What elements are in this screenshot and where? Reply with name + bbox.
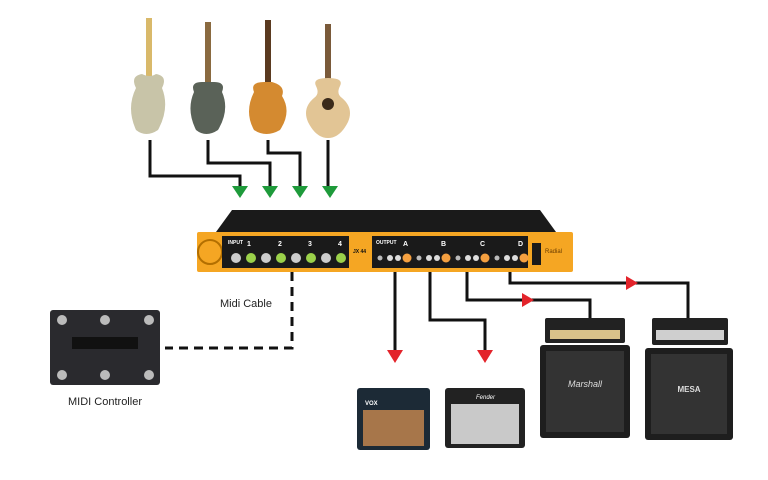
guitar-strat — [131, 18, 166, 134]
output-control — [395, 255, 401, 261]
input-4-label: 4 — [338, 241, 342, 248]
guitar-les-paul — [249, 20, 287, 134]
input-jack — [231, 253, 241, 263]
output-control — [480, 253, 490, 263]
midi-controller-pedal — [50, 310, 160, 385]
output-control — [402, 253, 412, 263]
input-arrows — [232, 186, 338, 198]
input-3-label: 3 — [308, 241, 312, 248]
output-arrows — [387, 276, 638, 363]
input-1-label: 1 — [247, 241, 251, 248]
brand-logo: Radial — [545, 249, 562, 255]
guitar-acoustic — [306, 24, 350, 138]
output-control — [377, 255, 383, 261]
output-control — [455, 255, 461, 261]
input-cables — [148, 140, 330, 190]
output-a-label: A — [403, 241, 408, 248]
output-control — [416, 255, 422, 261]
midi-controller-label: MIDI Controller — [68, 396, 142, 408]
input-2-label: 2 — [278, 241, 282, 248]
output-control — [494, 255, 500, 261]
output-label: OUTPUT — [376, 240, 397, 246]
output-control — [426, 255, 432, 261]
output-control — [441, 253, 451, 263]
vox-logo: VOX — [365, 401, 378, 407]
output-control — [519, 253, 529, 263]
output-control — [504, 255, 510, 261]
output-control — [387, 255, 393, 261]
input-jack — [291, 253, 301, 263]
output-c-label: C — [480, 241, 485, 248]
ground-lift-button — [336, 253, 346, 263]
marshall-stack — [540, 318, 630, 438]
output-control — [465, 255, 471, 261]
ground-lift-button — [276, 253, 286, 263]
marshall-logo: Marshall — [568, 379, 603, 389]
guitar-prs — [190, 22, 226, 134]
vox-amp — [357, 388, 430, 450]
mesa-stack — [645, 318, 733, 440]
output-cables — [393, 272, 690, 350]
fender-amp — [445, 388, 525, 448]
midi-cable-label: Midi Cable — [220, 298, 272, 310]
model-label: JX 44 — [353, 249, 366, 255]
mesa-logo: MESA — [677, 385, 700, 394]
radial-jx44-rack — [197, 210, 573, 272]
output-control — [473, 255, 479, 261]
output-b-label: B — [441, 241, 446, 248]
output-control — [512, 255, 518, 261]
ground-lift-button — [246, 253, 256, 263]
input-jack — [261, 253, 271, 263]
ground-lift-button — [306, 253, 316, 263]
input-label: INPUT — [228, 240, 243, 246]
input-jack — [321, 253, 331, 263]
midi-cable-line — [165, 272, 294, 350]
output-d-label: D — [518, 241, 523, 248]
output-control — [434, 255, 440, 261]
fender-logo: Fender — [476, 395, 496, 401]
